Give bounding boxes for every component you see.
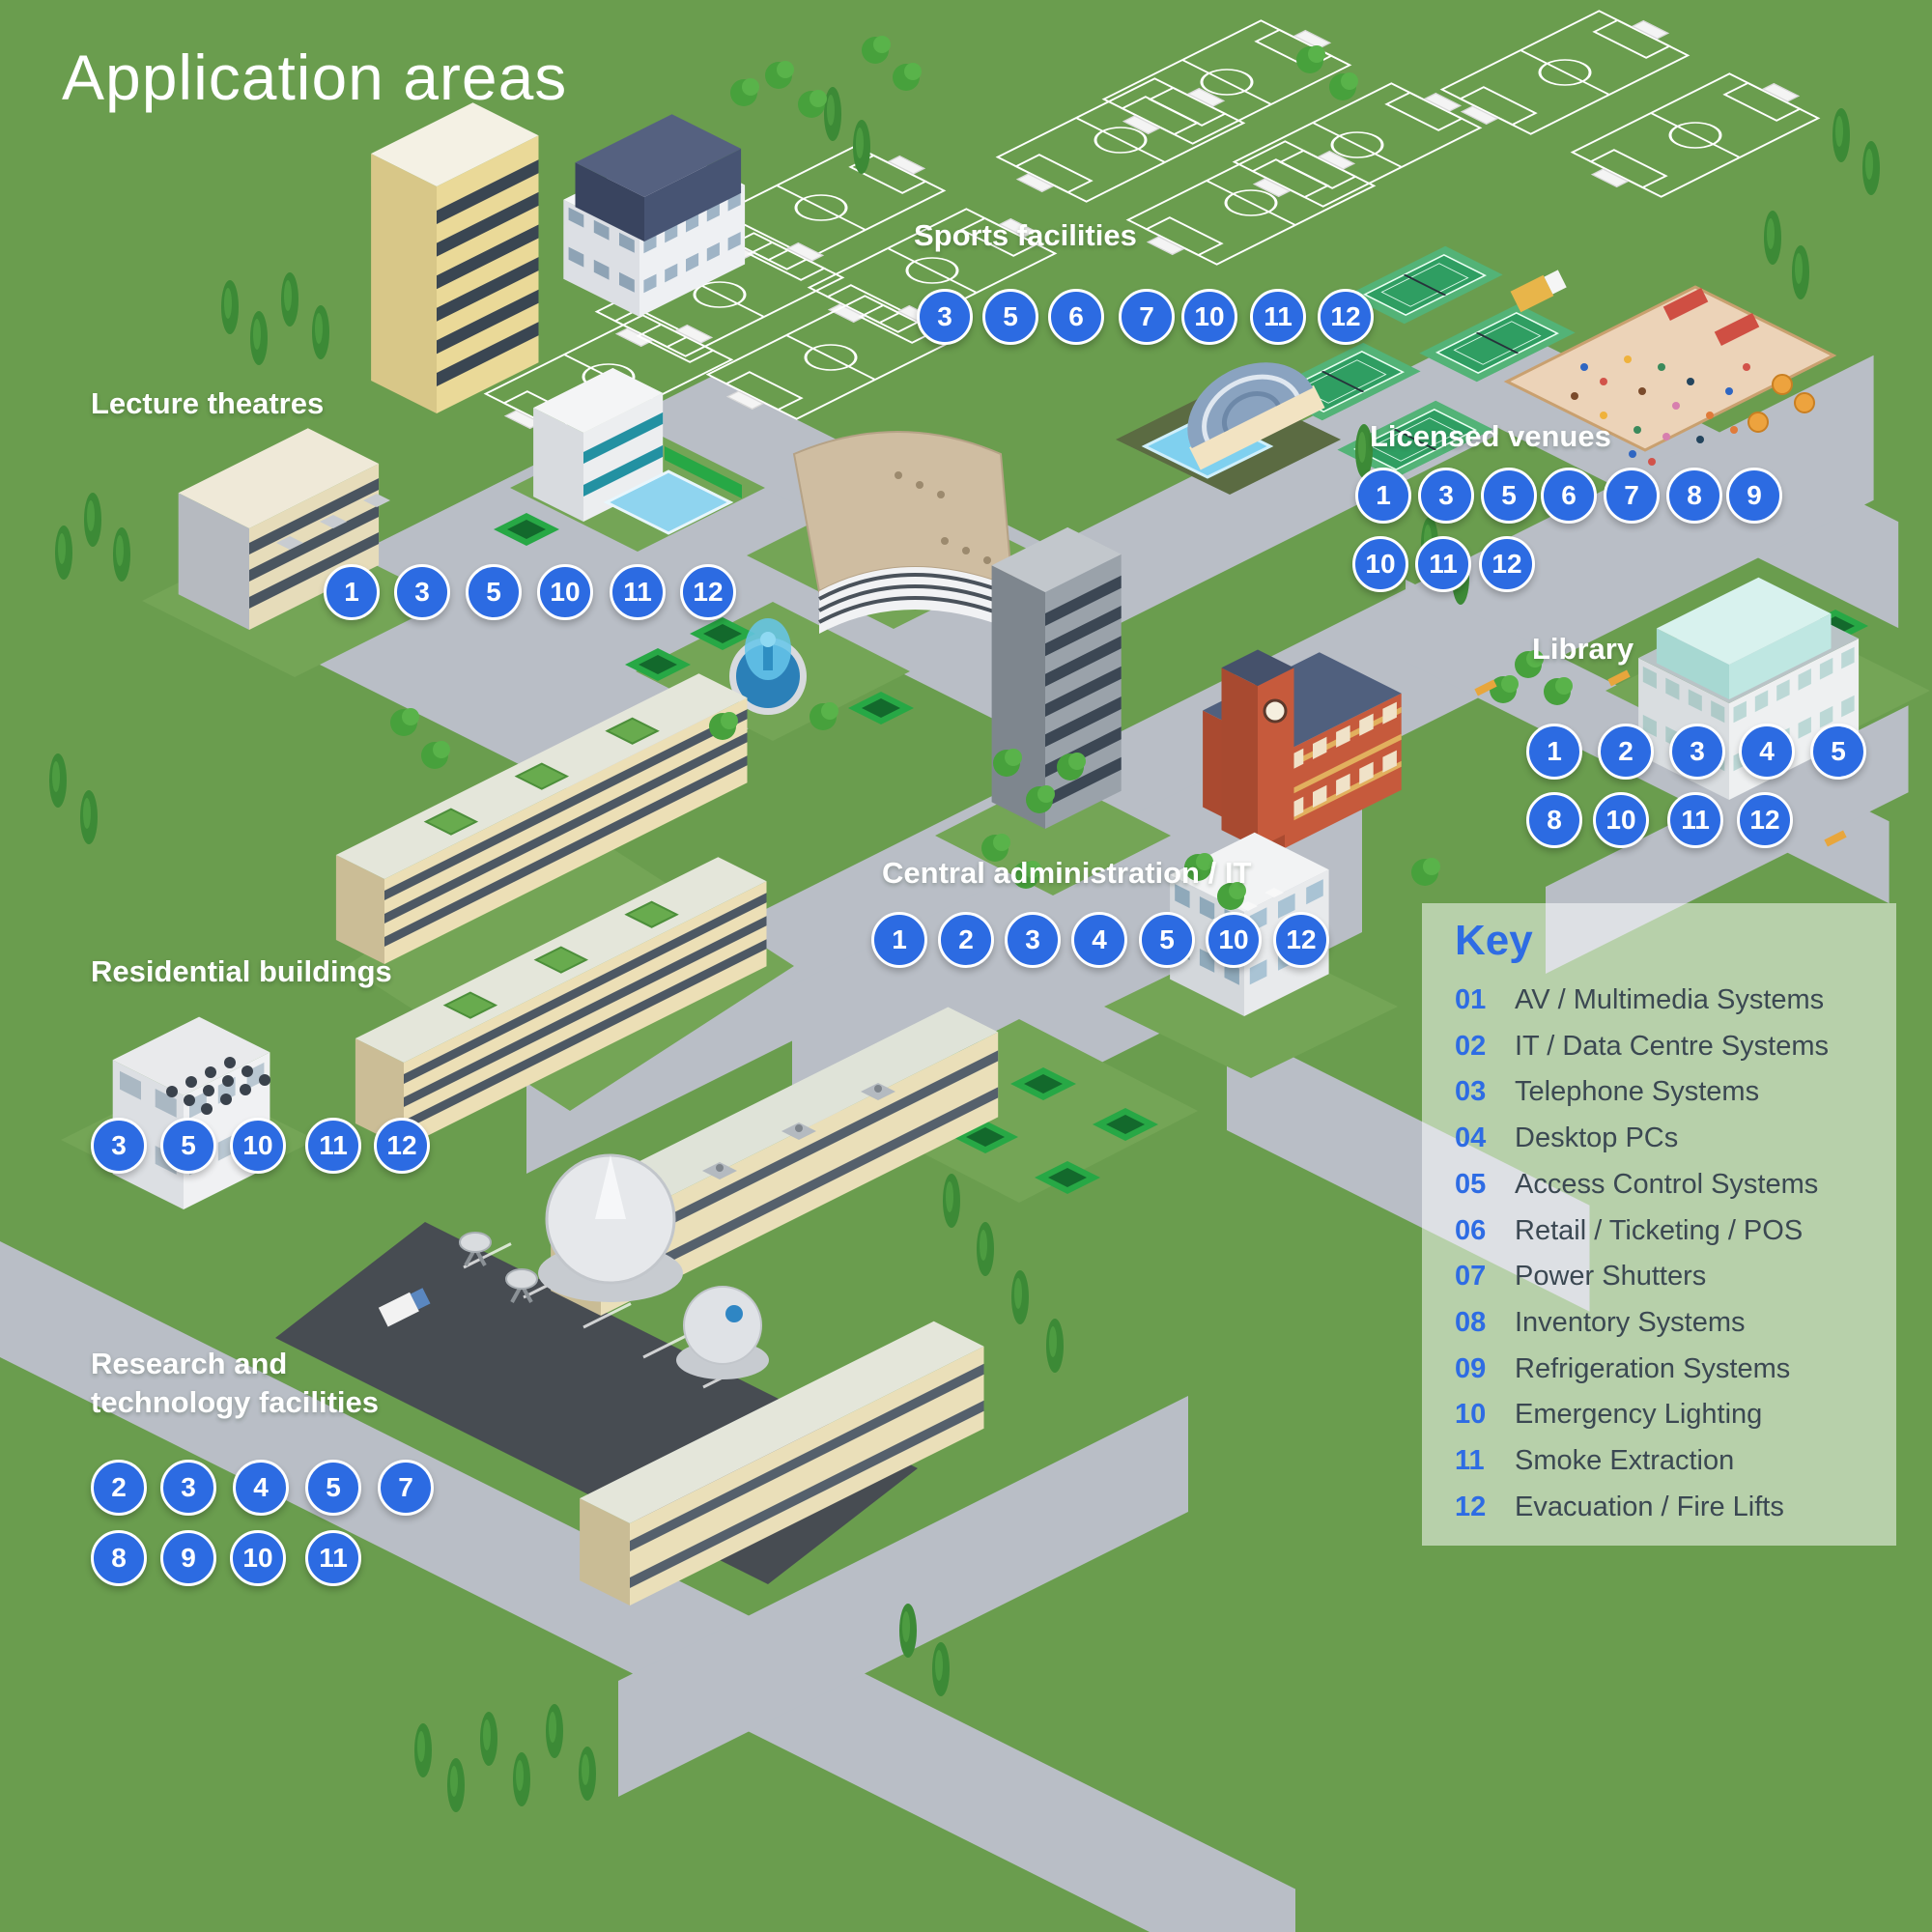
- bench: [1824, 830, 1847, 847]
- outdoor-pool: [603, 469, 734, 535]
- key-item-number: 11: [1455, 1445, 1485, 1476]
- key-item-05: 05 Access Control Systems: [1455, 1169, 1818, 1208]
- key-item-number: 02: [1455, 1030, 1487, 1062]
- key-item-04: 04 Desktop PCs: [1455, 1122, 1678, 1161]
- key-item-label: Refrigeration Systems: [1515, 1352, 1791, 1384]
- tennis-court: [1419, 303, 1576, 383]
- building-research-lab-a: [551, 1007, 999, 1316]
- key-item-label: IT / Data Centre Systems: [1515, 1030, 1830, 1062]
- building-research-lab-b: [580, 1321, 984, 1605]
- key-item-07: 07 Power Shutters: [1455, 1261, 1706, 1299]
- lawn-gray-tower: [935, 776, 1171, 895]
- aquatic-centre: [1116, 362, 1341, 495]
- building-gray-tower: [991, 526, 1122, 829]
- building-residential-slab-b: [355, 857, 767, 1148]
- key-item-number: 09: [1455, 1352, 1487, 1384]
- football-pitch: [995, 77, 1246, 203]
- tennis-court: [1337, 400, 1493, 479]
- key-item-label: Power Shutters: [1515, 1261, 1707, 1293]
- football-pitch: [807, 208, 1058, 333]
- key-item-label: AV / Multimedia Systems: [1515, 984, 1825, 1015]
- building-cream-tower: [371, 102, 539, 414]
- key-item-03: 03 Telephone Systems: [1455, 1076, 1759, 1115]
- key-heading: Key: [1455, 917, 1533, 964]
- bench: [1474, 679, 1497, 696]
- road-bottom: [618, 1396, 1188, 1797]
- fountain: [729, 618, 807, 715]
- key-item-number: 07: [1455, 1261, 1487, 1293]
- building-lecture-theatre: [178, 428, 380, 630]
- key-item-label: Emergency Lighting: [1515, 1399, 1763, 1431]
- building-curved: [792, 431, 1014, 634]
- key-item-number: 01: [1455, 984, 1487, 1015]
- key-item-06: 06 Retail / Ticketing / POS: [1455, 1215, 1803, 1254]
- key-item-number: 04: [1455, 1122, 1487, 1154]
- key-item-01: 01 AV / Multimedia Systems: [1455, 984, 1824, 1023]
- key-item-number: 12: [1455, 1491, 1487, 1522]
- road-licensed-venues: [1014, 323, 1498, 676]
- building-mansion-roof: [575, 114, 742, 242]
- key-item-number: 05: [1455, 1168, 1487, 1200]
- key-item-label: Desktop PCs: [1515, 1122, 1679, 1154]
- building-residential-slab-a: [335, 673, 748, 964]
- building-residential-cube: [112, 1016, 270, 1209]
- buildings: [112, 102, 1860, 1605]
- hedge-wall: [665, 446, 742, 498]
- street-furniture: [1474, 669, 1847, 847]
- building-clock-tower: [1221, 649, 1294, 848]
- building-library-roof: [1656, 577, 1832, 699]
- key-item-label: Inventory Systems: [1515, 1306, 1746, 1338]
- key-item-number: 03: [1455, 1076, 1487, 1108]
- key-panel: Key 01 AV / Multimedia Systems 02 IT / Data…: [1422, 903, 1896, 1546]
- key-item-02: 02 IT / Data Centre Systems: [1455, 1031, 1829, 1069]
- key-item-11: 11 Smoke Extraction: [1455, 1445, 1734, 1484]
- football-pitch: [1439, 10, 1690, 135]
- tennis-court: [1347, 245, 1503, 325]
- bench: [1607, 669, 1631, 687]
- football-pitch: [1570, 72, 1821, 198]
- key-item-label: Smoke Extraction: [1515, 1445, 1735, 1476]
- page-title: Application areas: [62, 42, 568, 113]
- observatory: [378, 1153, 769, 1379]
- key-item-09: 09 Refrigeration Systems: [1455, 1353, 1790, 1392]
- licensed-venue-restaurant: [1503, 270, 1837, 466]
- key-item-label: Evacuation / Fire Lifts: [1515, 1491, 1784, 1522]
- key-item-label: Access Control Systems: [1515, 1168, 1819, 1200]
- key-item-label: Telephone Systems: [1515, 1076, 1760, 1108]
- key-item-10: 10 Emergency Lighting: [1455, 1399, 1762, 1437]
- key-item-number: 06: [1455, 1214, 1487, 1246]
- trees: [49, 36, 1880, 1812]
- football-pitch: [1125, 140, 1377, 266]
- key-item-12: 12 Evacuation / Fire Lifts: [1455, 1492, 1784, 1530]
- key-item-number: 08: [1455, 1306, 1487, 1338]
- key-item-number: 10: [1455, 1399, 1487, 1431]
- key-item-08: 08 Inventory Systems: [1455, 1307, 1746, 1346]
- key-item-label: Retail / Ticketing / POS: [1515, 1214, 1804, 1246]
